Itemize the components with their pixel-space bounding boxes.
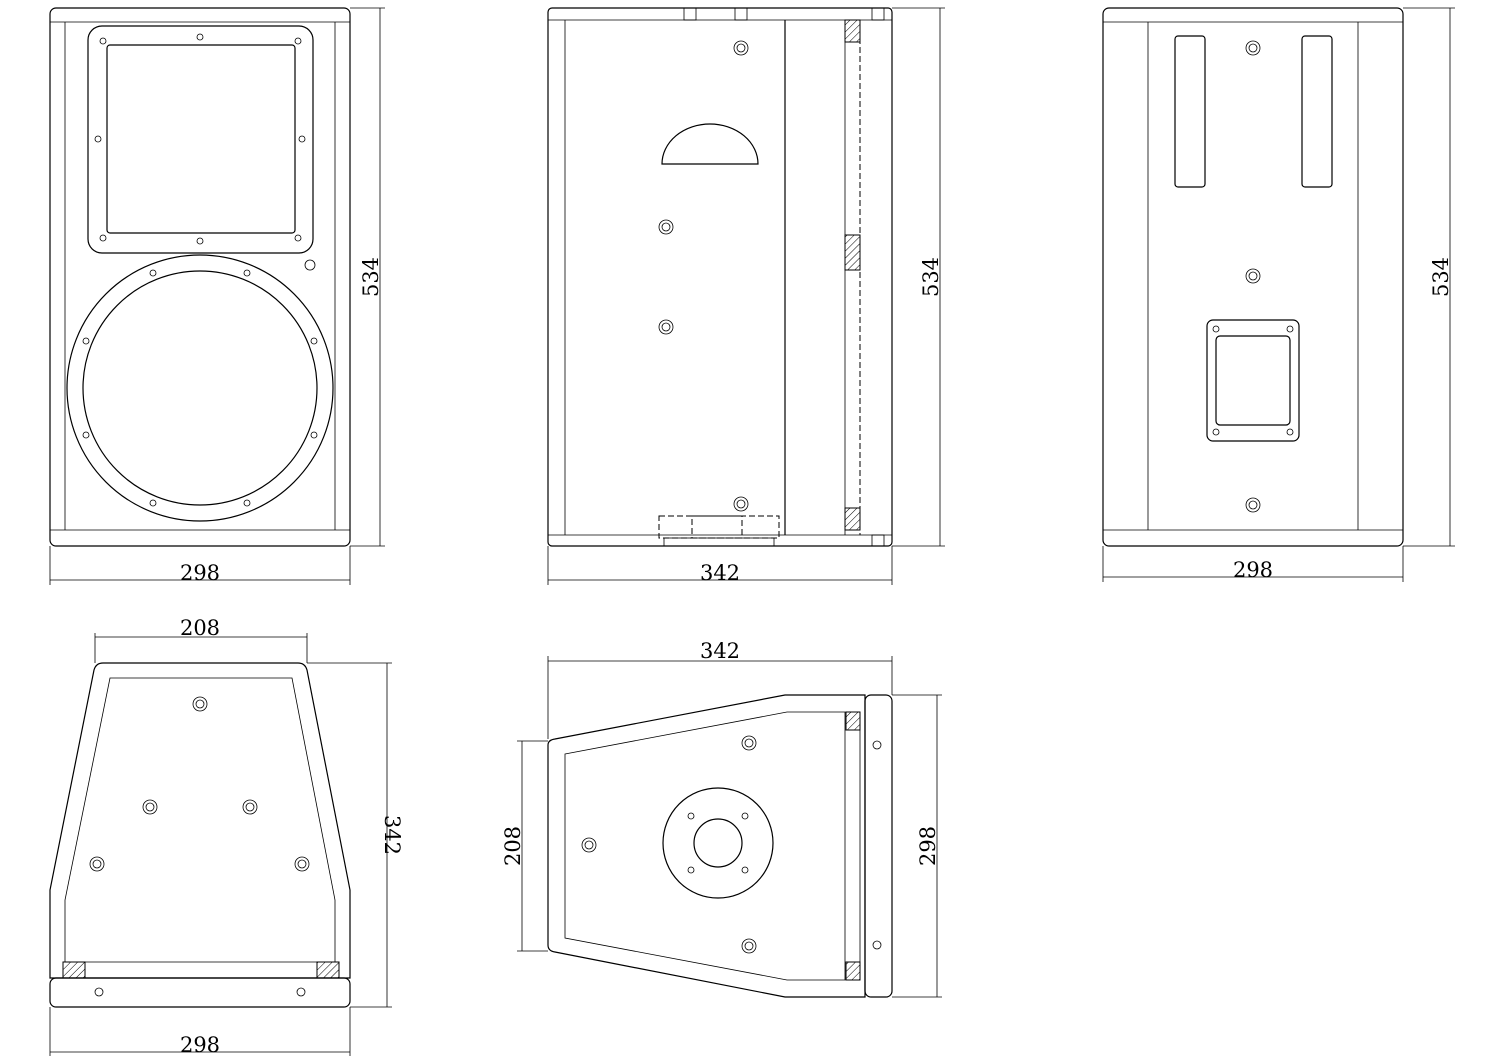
- back-width-label: 298: [1233, 558, 1273, 582]
- horn-opening: [106, 44, 296, 234]
- side-depth-label: 342: [700, 561, 740, 585]
- input-plate: [1206, 319, 1300, 442]
- handle-slot-right: [1301, 35, 1333, 188]
- woofer-opening: [82, 270, 318, 506]
- back-view: 534 298: [1102, 7, 1455, 582]
- bottom-depth-label: 342: [700, 639, 740, 663]
- bottom-side-view: 342 208 298: [501, 639, 942, 998]
- top-width-label: 208: [180, 616, 220, 640]
- side-height-label: 534: [919, 257, 943, 297]
- woofer-ring: [66, 254, 334, 522]
- dimension-lines: [49, 7, 385, 585]
- pole-mount-flange: [662, 787, 774, 899]
- top-depth-label: 342: [380, 815, 404, 855]
- top-bottom-width-label: 298: [180, 1033, 220, 1057]
- handle-cutout: [661, 123, 759, 165]
- back-height-label: 534: [1429, 257, 1453, 297]
- front-width-label: 298: [180, 561, 220, 585]
- bottom-back-height-label: 208: [501, 826, 525, 866]
- front-height-label: 534: [359, 257, 383, 297]
- bottom-front-height-label: 298: [916, 826, 940, 866]
- pole-mount-socket: [693, 818, 743, 868]
- front-view: 534 298: [49, 7, 385, 585]
- handle-slot-left: [1174, 35, 1206, 188]
- side-view: 534 342: [547, 7, 945, 585]
- horn-flange: [87, 25, 314, 254]
- top-view: 208 342 298: [49, 616, 404, 1057]
